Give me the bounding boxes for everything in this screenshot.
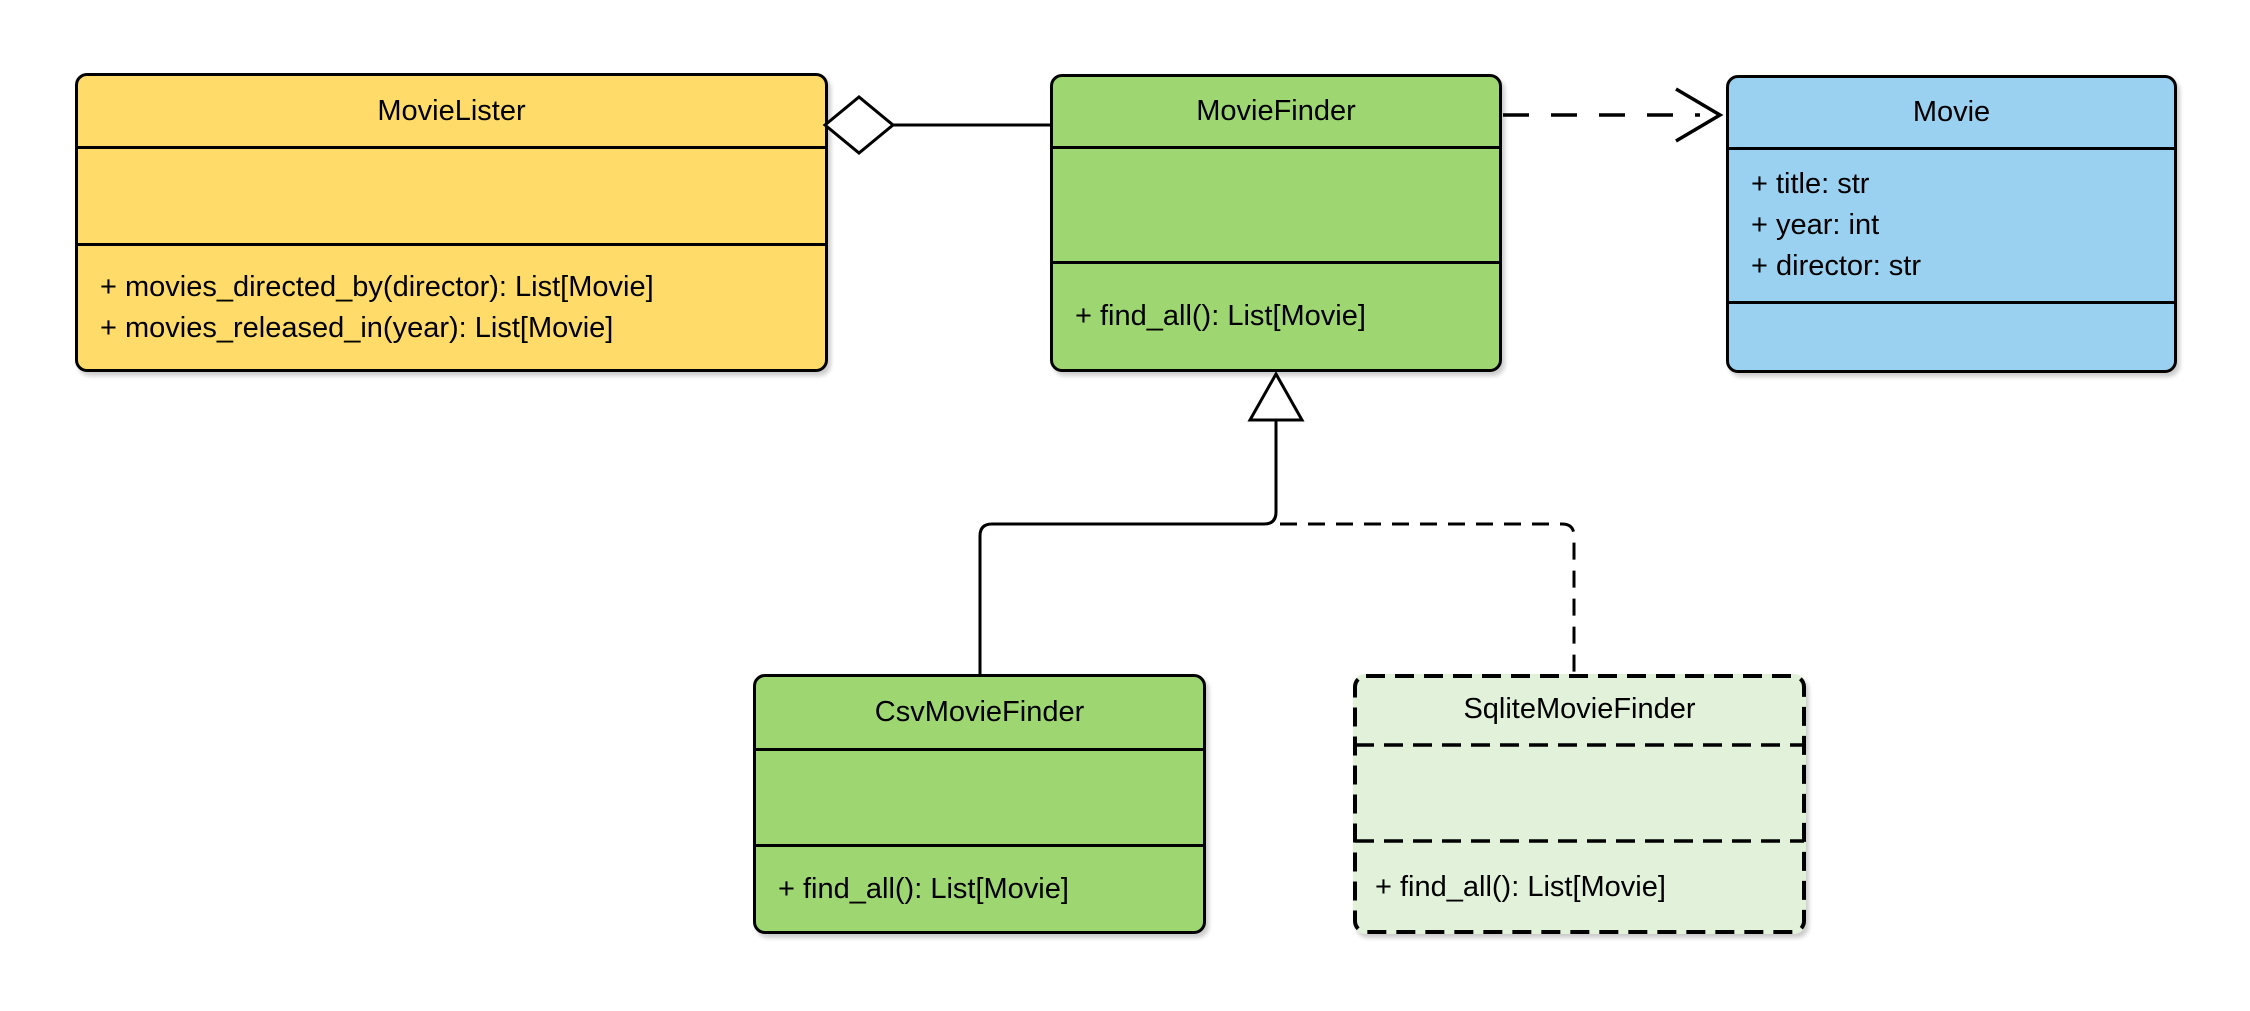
attributes-section-movielister xyxy=(78,146,825,243)
attributes-section-sqlitemoviefinder xyxy=(1353,745,1806,841)
attributes-section-moviefinder xyxy=(1053,146,1499,261)
class-name-movie: Movie xyxy=(1912,96,1991,128)
class-name-csvmoviefinder: CsvMovieFinder xyxy=(874,696,1085,728)
inheritance-triangle-icon xyxy=(1247,370,1305,422)
method-label: + find_all(): List[Movie] xyxy=(1075,300,1366,332)
class-box-sqlitemoviefinder: SqliteMovieFinder + find_all(): List[Mov… xyxy=(1353,674,1806,934)
methods-section-moviefinder: + find_all(): List[Movie] xyxy=(1053,261,1499,369)
dependency-open-arrow-icon xyxy=(1675,87,1724,143)
method-label: + find_all(): List[Movie] xyxy=(1375,871,1666,903)
attributes-section-movie: + title: str + year: int + director: str xyxy=(1729,147,2174,301)
class-box-movie: Movie + title: str + year: int + directo… xyxy=(1726,75,2177,373)
class-name-moviefinder: MovieFinder xyxy=(1196,95,1356,127)
class-name-sqlitemoviefinder: SqliteMovieFinder xyxy=(1463,693,1696,725)
class-box-csvmoviefinder: CsvMovieFinder + find_all(): List[Movie] xyxy=(753,674,1206,934)
method-label: + movies_directed_by(director): List[Mov… xyxy=(100,270,654,303)
class-name-movielister: MovieLister xyxy=(377,94,526,127)
class-box-moviefinder: MovieFinder + find_all(): List[Movie] xyxy=(1050,74,1502,372)
class-box-movielister: MovieLister + movies_directed_by(directo… xyxy=(75,73,828,372)
inheritance-dashed-line xyxy=(1280,522,1576,676)
methods-section-sqlitemoviefinder: + find_all(): List[Movie] xyxy=(1353,841,1806,934)
method-label: + movies_released_in(year): List[Movie] xyxy=(100,311,614,344)
attribute-label: + director: str xyxy=(1751,250,1922,282)
attribute-label: + year: int xyxy=(1751,209,1880,241)
attributes-section-csvmoviefinder xyxy=(756,748,1203,844)
inheritance-solid-line xyxy=(978,420,1278,676)
methods-section-csvmoviefinder: + find_all(): List[Movie] xyxy=(756,844,1203,931)
method-label: + find_all(): List[Movie] xyxy=(778,872,1069,905)
methods-section-movielister: + movies_directed_by(director): List[Mov… xyxy=(78,243,825,369)
aggregation-diamond-icon xyxy=(822,95,896,155)
attribute-label: + title: str xyxy=(1751,168,1870,200)
methods-section-movie xyxy=(1729,301,2174,370)
